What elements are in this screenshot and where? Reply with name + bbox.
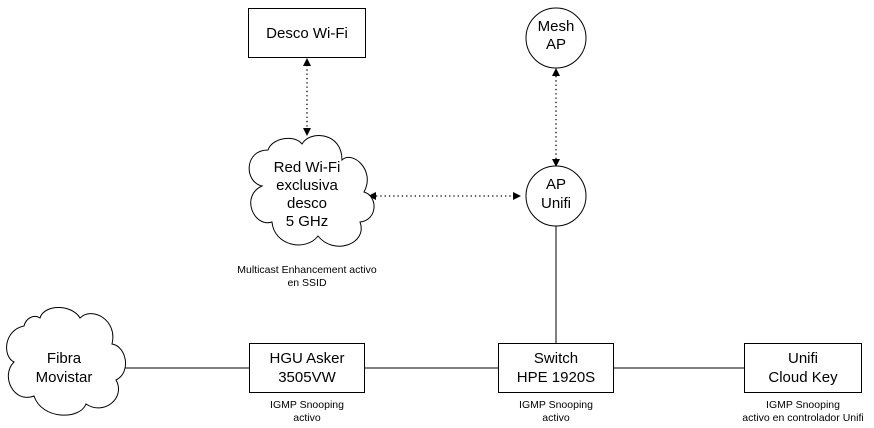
cloud-key-igmp-line2: activo en controlador Unifi (742, 412, 863, 424)
switch-igmp-line2: activo (542, 412, 570, 424)
node-switch: Switch HPE 1920S (498, 343, 614, 393)
ap-unifi-label-line2: Unifi (541, 195, 571, 212)
red-wifi-label-line2: exclusiva (276, 177, 338, 194)
note-switch-igmp: IGMP Snooping activo (519, 399, 593, 424)
node-hgu-asker: HGU Asker 3505VW (249, 343, 365, 393)
node-mesh-ap: Mesh AP (525, 7, 587, 69)
mesh-ap-label-line1: Mesh (538, 18, 575, 35)
switch-label-line1: Switch (534, 350, 578, 367)
note-multicast: Multicast Enhancement activo en SSID (237, 264, 377, 289)
note-cloud-key-igmp: IGMP Snooping activo en controlador Unif… (742, 399, 863, 424)
node-cloud-key: Unifi Cloud Key (744, 343, 862, 393)
red-wifi-label-line4: 5 GHz (286, 213, 329, 230)
red-wifi-label-line3: desco (287, 195, 327, 212)
multicast-note-line1: Multicast Enhancement activo (237, 264, 377, 276)
node-fibra-cloud: Fibra Movistar (6, 307, 126, 416)
ap-unifi-label-line1: AP (546, 176, 566, 193)
hgu-label-line2: 3505VW (278, 369, 336, 386)
switch-igmp-line1: IGMP Snooping (519, 399, 593, 411)
hgu-igmp-line1: IGMP Snooping (270, 399, 344, 411)
cloud-key-label-line1: Unifi (788, 350, 818, 367)
arrowhead-up-mesh (552, 68, 560, 76)
arrowhead-up-desco (303, 58, 311, 66)
node-ap-unifi: AP Unifi (525, 165, 587, 227)
cloud-key-label-line2: Cloud Key (768, 369, 838, 386)
connectors (118, 58, 744, 369)
fibra-label-line1: Fibra (47, 350, 82, 367)
fibra-label-line2: Movistar (36, 369, 93, 386)
arrowhead-down-redwifi (303, 128, 311, 136)
cloud-key-igmp-line1: IGMP Snooping (766, 399, 840, 411)
arrowhead-left-redwifi (368, 192, 376, 200)
mesh-ap-label-line2: AP (546, 36, 566, 53)
multicast-note-line2: en SSID (287, 277, 327, 289)
switch-label-line2: HPE 1920S (517, 369, 595, 386)
arrowhead-down-apunifi (552, 159, 560, 167)
node-desco-wifi: Desco Wi-Fi (248, 8, 366, 58)
desco-wifi-label: Desco Wi-Fi (266, 25, 348, 42)
red-wifi-label-line1: Red Wi-Fi (274, 159, 341, 176)
hgu-label-line1: HGU Asker (269, 350, 344, 367)
hgu-igmp-line2: activo (293, 412, 321, 424)
arrowhead-right-apunifi (513, 192, 521, 200)
note-hgu-igmp: IGMP Snooping activo (270, 399, 344, 424)
node-red-wifi-cloud: Red Wi-Fi exclusiva desco 5 GHz (248, 135, 375, 247)
